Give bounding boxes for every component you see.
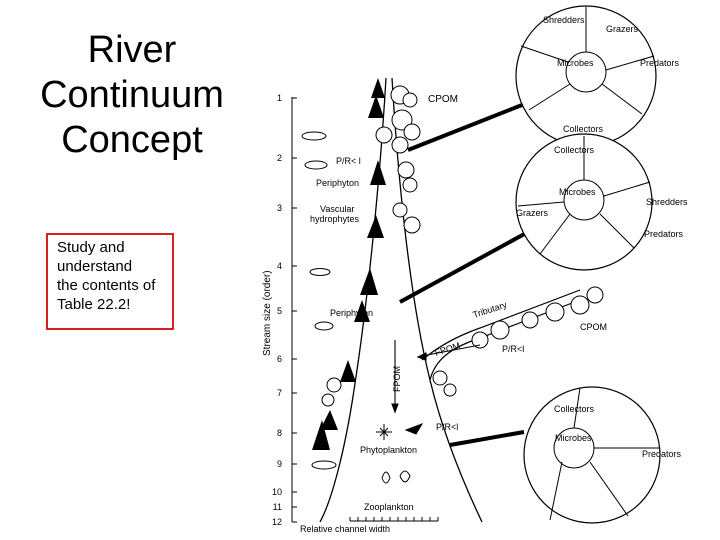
label-pr-tributary: P/R<l <box>502 344 524 354</box>
note-line-3: the contents of <box>57 277 156 294</box>
community-circle-middle: Collectors Microbes Shredders Grazers Pr… <box>515 133 688 271</box>
top-predators-label: Predators <box>640 58 680 68</box>
note-line-1: Study and <box>57 239 125 256</box>
top-collectors-label: Collectors <box>563 124 604 134</box>
label-fpom-vertical: FPOM <box>392 366 402 392</box>
circle-connectors <box>399 103 529 447</box>
title-line-1: River <box>87 29 177 71</box>
stream-order-label: 6 <box>277 354 282 364</box>
top-microbes-label: Microbes <box>557 58 594 68</box>
label-cpom-tributary: CPOM <box>580 322 607 332</box>
title-line-3: Concept <box>61 119 203 161</box>
y-axis-label: Stream size (order) <box>262 270 273 356</box>
middle-collectors-label: Collectors <box>554 145 595 155</box>
label-tributary: Tributary <box>472 299 509 320</box>
label-periphyton-mid: Periphyton <box>330 308 373 318</box>
slide-title: River Continuum Concept <box>22 28 242 163</box>
stream-order-label: 8 <box>277 428 282 438</box>
middle-grazers-label: Grazers <box>516 208 549 218</box>
top-shredders-label: Shredders <box>543 15 585 25</box>
stream-order-label: 7 <box>277 388 282 398</box>
community-circle-top: Shredders Grazers Microbes Predators Col… <box>515 5 680 147</box>
x-axis-label: Relative channel width <box>300 524 390 534</box>
title-line-2: Continuum <box>40 74 224 116</box>
channel-width-scale: Relative channel width <box>300 517 439 534</box>
bottom-microbes-label: Microbes <box>555 433 592 443</box>
stream-order-label: 2 <box>277 153 282 163</box>
stream-order-label: 11 <box>273 502 282 512</box>
note-line-4: Table 22.2! <box>57 296 131 313</box>
note-line-2: understand <box>57 258 133 275</box>
label-zooplankton: Zooplankton <box>364 502 414 512</box>
riparian-trees-left <box>312 78 386 450</box>
label-cpom-top: CPOM <box>428 94 458 105</box>
label-vascular-line2: hydrophytes <box>310 214 360 224</box>
middle-predators-label: Predators <box>644 229 684 239</box>
bottom-collectors-label: Collectors <box>554 404 595 414</box>
stream-order-label: 5 <box>277 306 282 316</box>
label-phytoplankton: Phytoplankton <box>360 445 417 455</box>
stream-order-label: 1 <box>277 93 282 103</box>
riparian-shrubs <box>321 85 604 407</box>
label-periphyton-upper: Periphyton <box>316 178 359 188</box>
stream-order-label: 9 <box>277 459 282 469</box>
top-grazers-label: Grazers <box>606 24 639 34</box>
study-note-box: Study and understand the contents of Tab… <box>46 233 174 330</box>
plankton-sketches <box>376 423 424 484</box>
stream-fish-icons <box>301 131 337 470</box>
stream-order-label: 4 <box>277 261 282 271</box>
bottom-predators-label: Predators <box>642 449 682 459</box>
stream-order-label: 12 <box>272 517 282 527</box>
stream-order-label: 10 <box>272 487 282 497</box>
flow-arrows <box>391 340 481 414</box>
middle-shredders-label: Shredders <box>646 197 688 207</box>
label-pr-upper: P/R< l <box>336 156 361 166</box>
width-tick-group <box>349 517 439 521</box>
label-vascular-line1: Vascular <box>320 204 354 214</box>
label-pr-lower: P/R<l <box>436 422 458 432</box>
community-circle-bottom: Collectors Microbes Predators <box>523 386 682 524</box>
stream-order-label: 3 <box>277 203 282 213</box>
middle-microbes-label: Microbes <box>559 187 596 197</box>
